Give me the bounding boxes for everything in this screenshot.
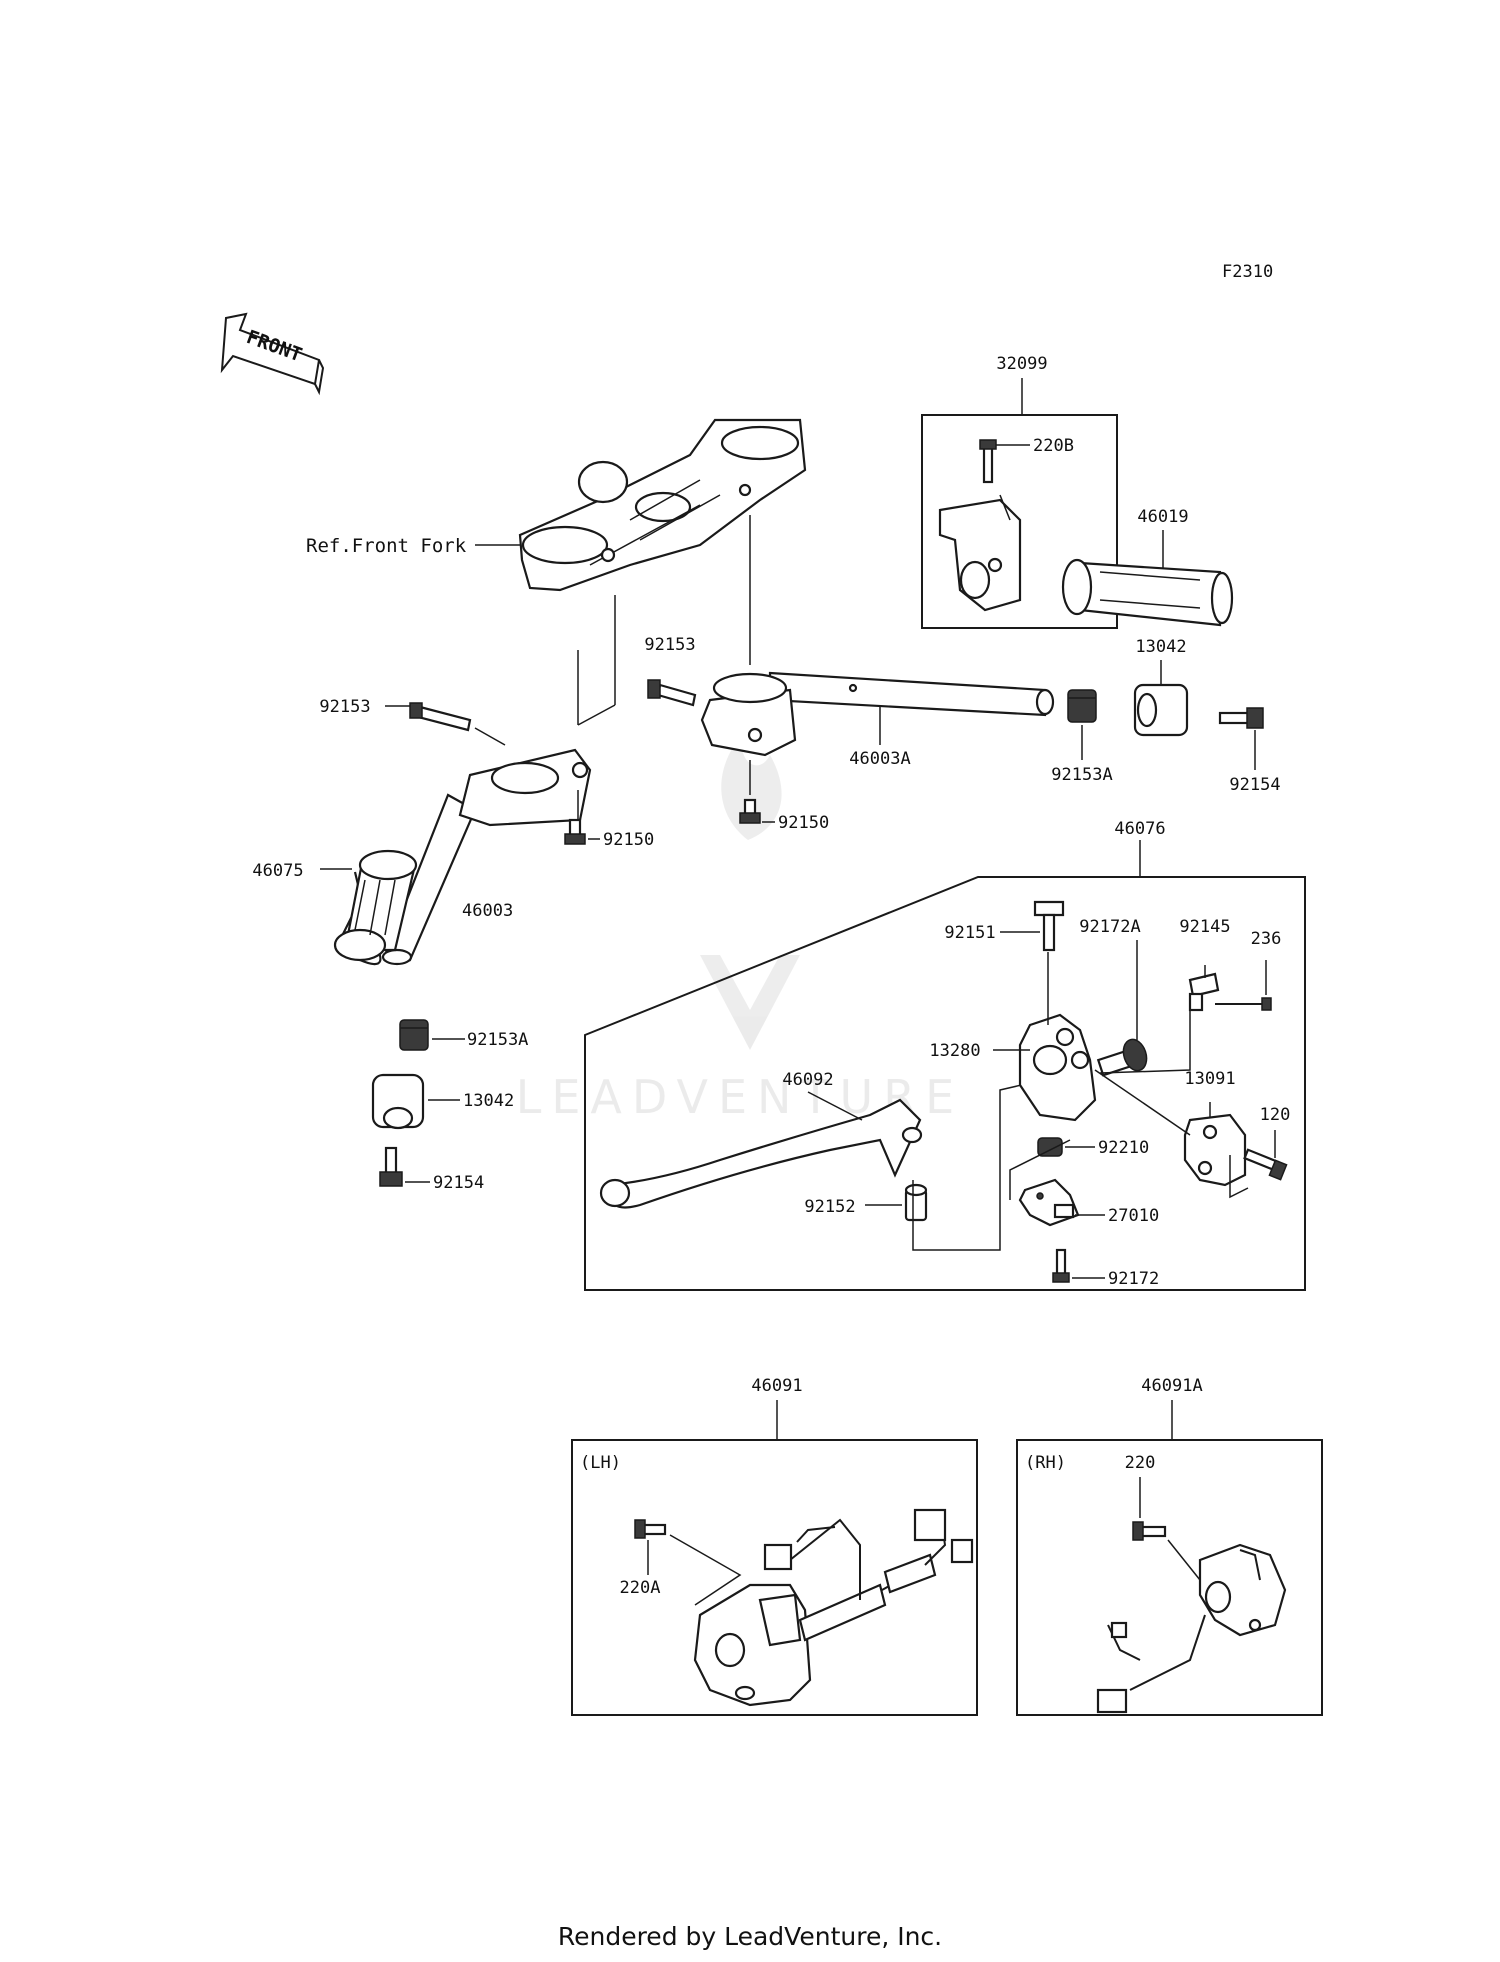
throttle-box [921, 414, 1118, 629]
label-92172: 92172 [1108, 1269, 1159, 1289]
label-46091: 46091 [751, 1376, 802, 1396]
label-92172A: 92172A [1079, 917, 1140, 937]
label-46003A: 46003A [849, 749, 910, 769]
right-grip [1061, 558, 1234, 627]
label-32099: 32099 [996, 354, 1047, 374]
clamp-13091 [1183, 1113, 1247, 1187]
bolt-92153-left [409, 702, 472, 732]
front-label: FRONT [244, 326, 305, 366]
screw-220 [1132, 1521, 1167, 1541]
label-46075: 46075 [252, 861, 303, 881]
bolt-92153-mid [647, 679, 697, 707]
label-lh: (LH) [580, 1453, 621, 1473]
front-arrow-icon: FRONT [220, 312, 325, 396]
label-92210: 92210 [1098, 1138, 1149, 1158]
watermark-logo: LEADVENTURE [516, 735, 954, 1124]
label-92153-left: 92153 [319, 697, 370, 717]
switch-rh-box [1016, 1439, 1323, 1716]
ref-front-fork-label: Ref.Front Fork [306, 535, 467, 557]
bushing-92152 [904, 1183, 928, 1222]
label-46076: 46076 [1114, 819, 1165, 839]
screw-220A [634, 1519, 667, 1539]
bolt-120 [1243, 1148, 1288, 1181]
label-220A: 220A [620, 1578, 661, 1598]
label-120: 120 [1260, 1105, 1291, 1125]
label-236: 236 [1251, 929, 1282, 949]
label-13091: 13091 [1184, 1069, 1235, 1089]
label-92145: 92145 [1179, 917, 1230, 937]
left-grip [333, 849, 418, 966]
right-handlebar [700, 671, 1055, 757]
adjuster-92172A [1096, 1038, 1148, 1077]
label-46003: 46003 [462, 901, 513, 921]
right-switch-housing [1198, 1543, 1287, 1637]
label-92150-mid: 92150 [778, 813, 829, 833]
throttle-housing [938, 494, 1022, 612]
label-92152: 92152 [804, 1197, 855, 1217]
label-46091A: 46091A [1141, 1376, 1202, 1396]
label-rh: (RH) [1025, 1453, 1066, 1473]
label-220B: 220B [1033, 436, 1074, 456]
screw-92172 [1052, 1248, 1070, 1283]
label-92153A-left: 92153A [467, 1030, 528, 1050]
switch-27010 [1018, 1178, 1080, 1227]
switch-lh-box [571, 1439, 978, 1716]
nut-92153A-left [399, 1019, 429, 1051]
brake-lever [599, 1098, 923, 1209]
left-switch-housing [693, 1583, 887, 1707]
label-92154-right: 92154 [1229, 775, 1280, 795]
bolt-92151 [1033, 900, 1065, 952]
footer-credit: Rendered by LeadVenture, Inc. [557, 1922, 943, 1951]
label-13042-left: 13042 [463, 1091, 514, 1111]
label-13280: 13280 [929, 1041, 980, 1061]
screw-220B [979, 439, 997, 484]
pin-236 [1215, 997, 1272, 1011]
left-switch-harness [763, 1508, 974, 1600]
label-92150-left: 92150 [603, 830, 654, 850]
label-27010: 27010 [1108, 1206, 1159, 1226]
label-92154-left: 92154 [433, 1173, 484, 1193]
bolt-92154-right [1218, 707, 1264, 729]
spring-92145 [1188, 972, 1220, 1012]
bolt-92150-left [564, 818, 586, 845]
label-46092: 46092 [782, 1070, 833, 1090]
label-92151: 92151 [944, 923, 995, 943]
label-92153-mid: 92153 [644, 635, 695, 655]
label-13042-top: 13042 [1135, 637, 1186, 657]
bolt-92154-left [379, 1146, 403, 1187]
weight-13042-left [371, 1073, 425, 1130]
label-46019: 46019 [1137, 507, 1188, 527]
left-handlebar [381, 748, 592, 966]
label-220: 220 [1125, 1453, 1156, 1473]
lever-holder [1018, 1013, 1097, 1122]
lever-box [584, 876, 1306, 1291]
nut-92210 [1037, 1137, 1063, 1157]
bolt-92150-mid [739, 798, 761, 824]
diagram-code: F2310 [1222, 262, 1274, 282]
triple-clamp [518, 418, 807, 592]
weight-13042-right [1133, 683, 1189, 737]
nut-92153A-right [1067, 689, 1097, 723]
label-92153A-right: 92153A [1051, 765, 1112, 785]
right-switch-harness [1096, 1614, 1206, 1714]
